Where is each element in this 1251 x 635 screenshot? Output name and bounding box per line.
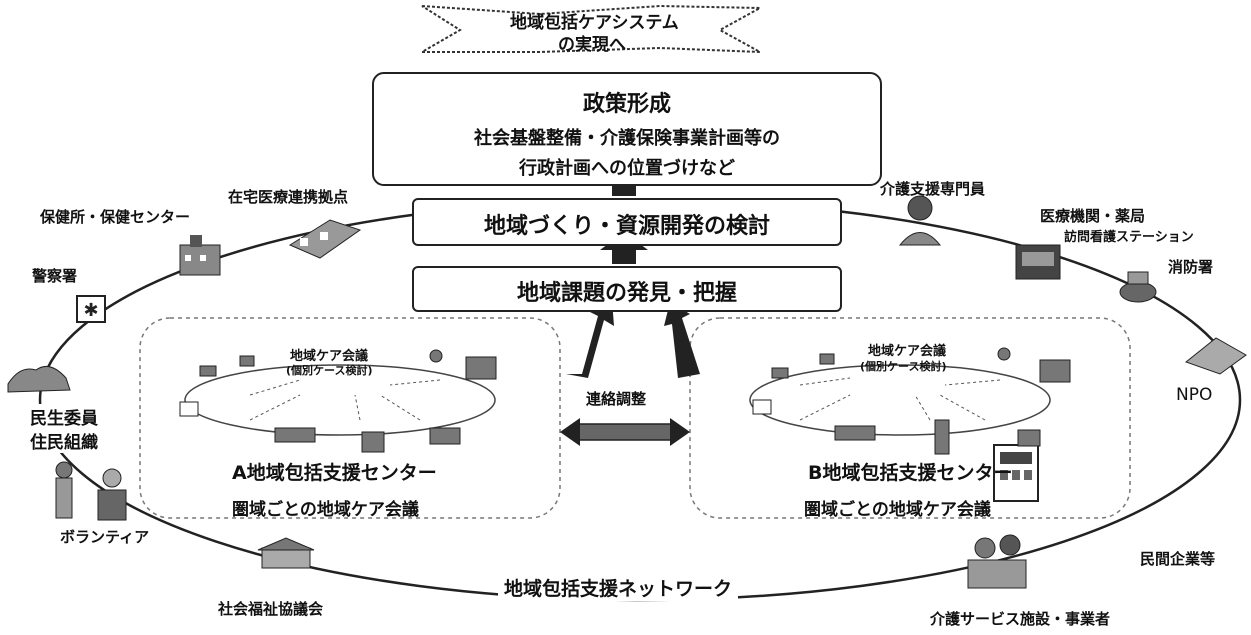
arrow-from-region-a xyxy=(566,300,614,378)
care-manager-icon xyxy=(898,195,942,246)
region-a-meeting-sub: (個別ケース検討) xyxy=(286,364,373,377)
volunteer-label: ボランティア xyxy=(60,528,150,546)
arrow-from-region-b xyxy=(664,302,700,378)
welfare-commissioner-icon xyxy=(7,365,71,393)
region-a-spokes xyxy=(249,379,441,421)
welfare-commissioner-label: 民生委員 xyxy=(30,404,98,429)
policy-line-1: 社会基盤整備・介護保険事業計画等の xyxy=(474,128,780,149)
banner-line-1: 地域包括ケアシステム xyxy=(510,13,679,33)
police-icon: ✱ xyxy=(76,295,106,323)
development-label: 地域づくり・資源開発の検討 xyxy=(483,214,770,239)
region-a-icons xyxy=(179,349,497,453)
network-label: 地域包括支援ネットワーク xyxy=(498,574,739,601)
region-a-area-meeting: 圏域ごとの地域ケア会議 xyxy=(232,500,419,520)
fire-station-icon xyxy=(1119,271,1157,303)
region-b-loop xyxy=(749,364,1051,436)
health-center-icon xyxy=(179,235,221,276)
region-b-center-name: B地域包括支援センター xyxy=(808,462,1013,484)
region-b-frame xyxy=(689,317,1131,519)
home-medical-icon xyxy=(288,219,362,259)
care-manager-label: 介護支援専門員 xyxy=(880,180,986,198)
visiting-nurse-label: 訪問看護ステーション xyxy=(1064,230,1194,245)
region-b-meeting-title: 地域ケア会議 xyxy=(868,344,947,359)
region-a-frame xyxy=(139,317,561,519)
region-b-icons xyxy=(752,347,1071,455)
svg-text:✱: ✱ xyxy=(83,300,98,321)
region-b-meeting-sub: (個別ケース検討) xyxy=(860,360,947,373)
npo-icon xyxy=(1184,337,1247,375)
region-b-spokes xyxy=(799,377,1001,421)
police-label: 警察署 xyxy=(32,267,78,285)
care-facility-label: 介護サービス施設・事業者 xyxy=(930,610,1111,628)
home-medical-label: 在宅医療連携拠点 xyxy=(228,188,349,206)
social-welfare-council-icon xyxy=(257,537,315,569)
region-a-meeting-title: 地域ケア会議 xyxy=(290,349,369,364)
discovery-label: 地域課題の発見・把握 xyxy=(516,281,737,306)
medical-institution-icon xyxy=(1015,244,1061,280)
care-facility-icon xyxy=(967,534,1027,589)
social-welfare-council-label: 社会福祉協議会 xyxy=(218,600,324,618)
policy-line-2: 行政計画への位置づけなど xyxy=(519,158,735,179)
medical-institution-label: 医療機関・薬局 xyxy=(1040,207,1146,225)
health-center-label: 保健所・保健センター xyxy=(40,208,191,226)
fire-station-label: 消防署 xyxy=(1168,258,1214,276)
discovery-box: 地域課題の発見・把握 xyxy=(412,266,842,312)
coordination-label: 連絡調整 xyxy=(586,390,647,408)
private-company-label: 民間企業等 xyxy=(1140,550,1216,568)
volunteer-icon xyxy=(55,461,127,521)
policy-title: 政策形成 xyxy=(582,92,671,117)
policy-box: 政策形成 社会基盤整備・介護保険事業計画等の 行政計画への位置づけなど xyxy=(372,72,882,186)
resident-org-label: 住民組織 xyxy=(30,428,98,453)
coordination-arrow xyxy=(560,418,690,446)
npo-label: NPO xyxy=(1176,385,1213,405)
development-box: 地域づくり・資源開発の検討 xyxy=(412,198,842,246)
private-company-icon xyxy=(993,444,1039,502)
region-b-area-meeting: 圏域ごとの地域ケア会議 xyxy=(804,500,991,520)
region-a-center-name: A地域包括支援センター xyxy=(232,462,437,484)
banner-line-2: の実現へ xyxy=(558,35,626,55)
region-a-loop xyxy=(184,364,496,436)
banner-star-shape xyxy=(418,4,764,53)
